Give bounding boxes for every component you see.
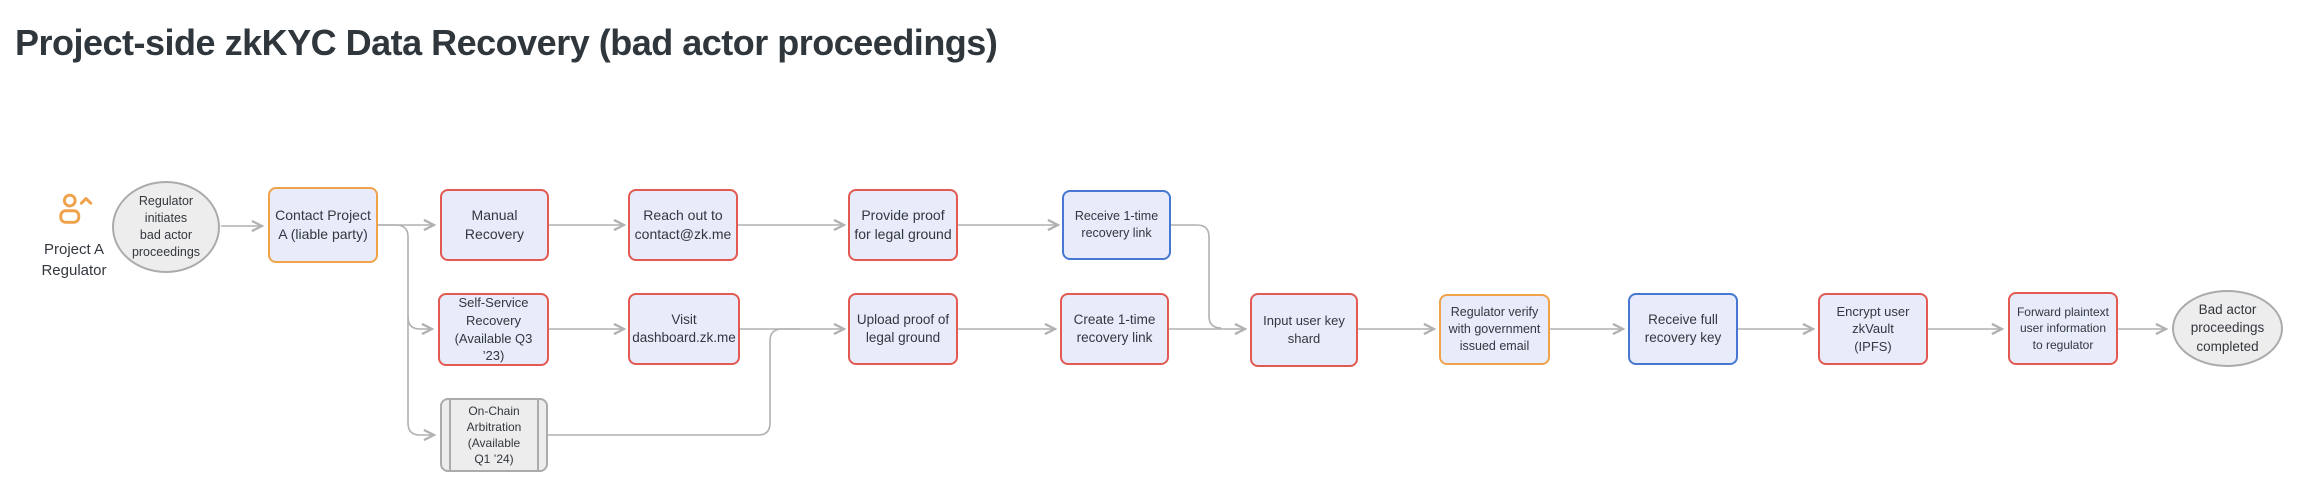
node-label: Encrypt user zkVault (IPFS): [1836, 303, 1910, 354]
person-with-caret-icon: [59, 193, 93, 224]
node-label: Regulator verify with government issued …: [1448, 305, 1541, 353]
node-forward: Forward plaintext user information to re…: [2008, 292, 2118, 365]
subroutine-left-line: [449, 400, 451, 470]
node-encrypt: Encrypt user zkVault (IPFS): [1818, 293, 1928, 365]
node-verify: Regulator verify with government issued …: [1439, 294, 1550, 365]
node-input: Input user key shard: [1250, 293, 1358, 367]
node-end: Bad actor proceedings completed: [2172, 290, 2283, 367]
node-label: Upload proof of legal ground: [856, 311, 950, 345]
node-provide: Provide proof for legal ground: [848, 189, 958, 261]
node-label: Contact Project A (liable party): [275, 207, 371, 242]
node-receivefull: Receive full recovery key: [1628, 293, 1738, 365]
node-label: Reach out to contact@zk.me: [634, 207, 732, 242]
node-label: Provide proof for legal ground: [854, 207, 952, 242]
node-label: On-Chain Arbitration (Available Q1 ’24): [466, 403, 522, 467]
node-label: Visit dashboard.zk.me: [632, 311, 736, 345]
node-label: Regulator initiates bad actor proceeding…: [131, 194, 201, 259]
node-label: Manual Recovery: [464, 207, 525, 242]
node-label: Input user key shard: [1263, 313, 1345, 346]
node-manual: Manual Recovery: [440, 189, 549, 261]
node-label: Receive full recovery key: [1644, 311, 1722, 345]
diagram-title: Project-side zkKYC Data Recovery (bad ac…: [15, 22, 998, 63]
node-visit: Visit dashboard.zk.me: [628, 293, 740, 365]
node-self: Self-Service Recovery (Available Q3 ’23): [438, 293, 549, 366]
node-label: Forward plaintext user information to re…: [2016, 305, 2110, 352]
node-label: Bad actor proceedings completed: [2190, 302, 2265, 354]
node-onchain: On-Chain Arbitration (Available Q1 ’24): [440, 398, 548, 472]
node-label: Self-Service Recovery (Available Q3 ’23): [454, 295, 533, 364]
node-receive1: Receive 1-time recovery link: [1062, 190, 1171, 260]
node-label: Receive 1-time recovery link: [1074, 209, 1159, 240]
node-create1: Create 1-time recovery link: [1060, 293, 1169, 365]
node-contact: Contact Project A (liable party): [268, 187, 378, 263]
node-start: Regulator initiates bad actor proceeding…: [112, 181, 220, 273]
actor-label: Project A Regulator: [41, 241, 107, 279]
node-label: Create 1-time recovery link: [1073, 311, 1156, 345]
node-upload: Upload proof of legal ground: [848, 293, 958, 365]
node-reach: Reach out to contact@zk.me: [628, 189, 738, 261]
subroutine-right-line: [537, 400, 539, 470]
